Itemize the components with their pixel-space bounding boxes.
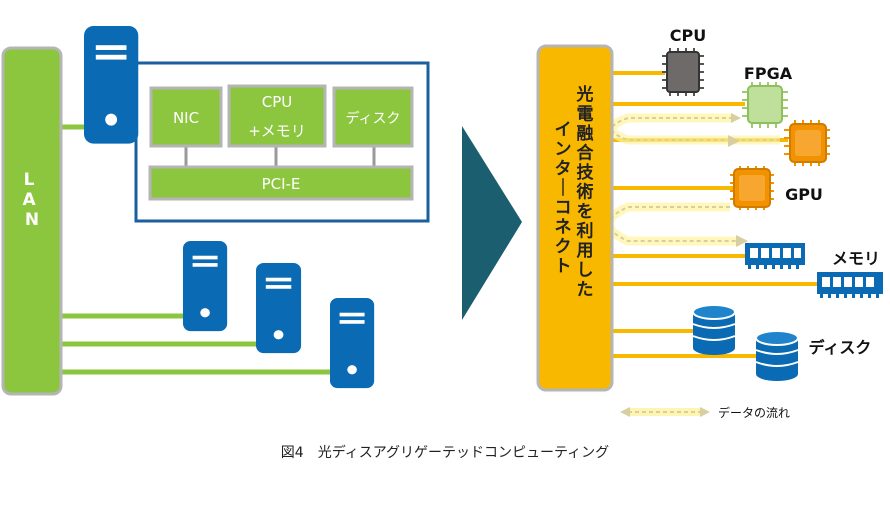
fpga-chip-label: FPGA <box>744 64 793 83</box>
lan-links <box>60 124 332 375</box>
cpu-label: CPU <box>262 93 293 111</box>
interconnect-label-col2: インタ｜コネクト <box>555 120 572 277</box>
disk-storage-label: ディスク <box>809 338 872 357</box>
server-icon-1 <box>84 26 139 144</box>
lan-label: L A N <box>22 170 41 230</box>
server-icon-4 <box>330 298 375 389</box>
cpu-chip-label: CPU <box>670 26 706 45</box>
gpu-chip-label: GPU <box>785 185 823 204</box>
memory-label: メモリ <box>832 249 880 268</box>
memory-module-2 <box>817 272 883 298</box>
interconnect-label-col1: 光電融合技術を利用した <box>576 84 595 300</box>
disk-box: ディスク <box>332 86 414 148</box>
nic-label: NIC <box>173 109 199 127</box>
cpu-memory-box: CPU +メモリ <box>227 84 327 148</box>
optical-interconnect: 光電融合技術を利用した インタ｜コネクト <box>536 44 614 392</box>
interconnect-lines <box>610 71 818 358</box>
figure-caption: 図4 光ディスアグリゲーテッドコンピューティング <box>281 444 609 461</box>
legend: データの流れ <box>620 405 790 420</box>
disk-stack-1 <box>692 304 736 355</box>
legend-label: データの流れ <box>718 405 790 420</box>
server-icon-2 <box>183 241 228 332</box>
server-icon-3 <box>256 263 302 354</box>
disk-stack-2 <box>755 330 799 381</box>
accelerator-chip <box>784 120 830 166</box>
disk-label: ディスク <box>345 110 400 127</box>
lan-bar: L A N <box>1 46 63 396</box>
transition-arrow <box>462 126 522 320</box>
memory-module-1 <box>745 243 805 269</box>
fpga-chip: FPGA <box>742 64 793 128</box>
cpu-chip: CPU <box>662 26 706 96</box>
memory-label: +メモリ <box>248 122 306 140</box>
pcie-label: PCI-E <box>262 175 301 193</box>
gpu-chip: GPU <box>730 166 823 210</box>
nic-box: NIC <box>149 86 223 148</box>
server-detail-frame: NIC CPU +メモリ ディスク PCI-E <box>134 61 430 223</box>
pcie-bus: PCI-E <box>148 165 414 201</box>
